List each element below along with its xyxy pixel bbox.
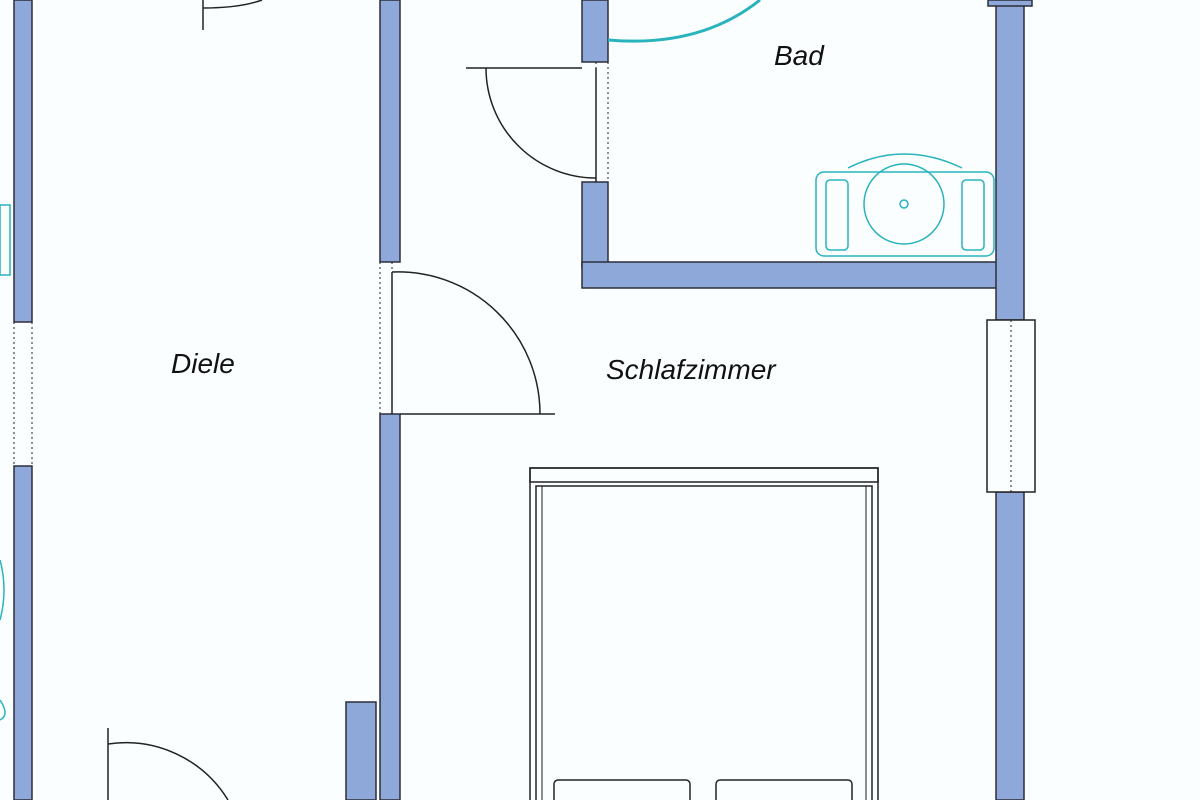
double-bed: [529, 467, 879, 800]
bad-door-swing: [466, 67, 597, 182]
left-wall-opening: [13, 322, 33, 466]
washbasin: [815, 153, 995, 257]
bathtub-outline: [607, 0, 761, 43]
room-label-bad: Bad: [774, 40, 824, 71]
room-label-schlafzimmer: Schlafzimmer: [606, 354, 776, 385]
bad-wall: [581, 0, 1033, 800]
schlafzimmer-window: [986, 319, 1036, 493]
interior-wall-diele: [345, 0, 401, 800]
diele-top-door: [202, 0, 263, 30]
room-label-diele: Diele: [171, 348, 235, 379]
diele-bottom-door: [107, 728, 229, 800]
schlafzimmer-door-swing: [391, 271, 555, 415]
left-outer-wall: [13, 0, 33, 800]
left-edge-fixture-lines: [0, 204, 11, 721]
